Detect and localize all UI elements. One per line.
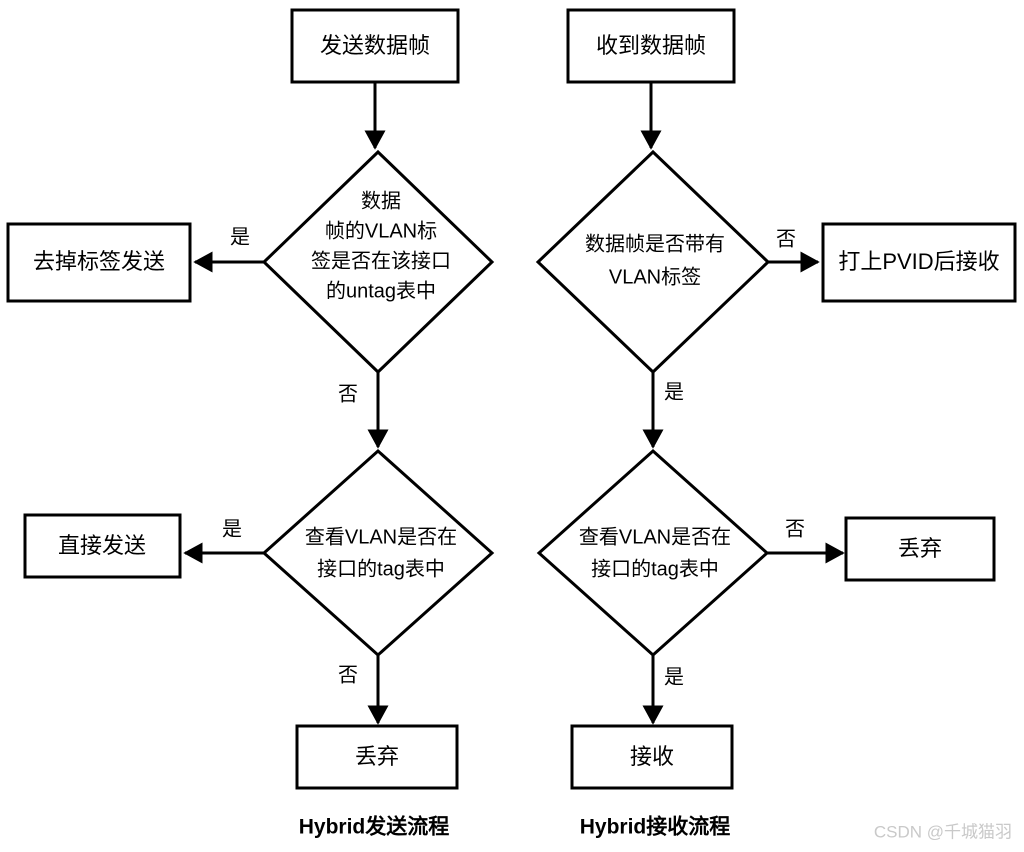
receive-discard-box <box>844 516 996 582</box>
send-flow-caption: Hybrid发送流程 <box>299 815 450 839</box>
send-start-node: 发送数据帧 <box>290 8 460 84</box>
receive-decision1-yes-label: 是 <box>664 381 684 403</box>
receive-end-label: 接收 <box>630 744 674 769</box>
receive-start-node: 收到数据帧 <box>566 8 736 84</box>
receive-decision2-node: 查看VLAN是否在 接口的tag表中 <box>536 448 770 658</box>
send-decision1-node: 数据 帧的VLAN标 签是否在该接口 的untag表中 <box>261 149 495 375</box>
receive-pvid-box <box>821 222 1017 303</box>
send-end-label: 丢弃 <box>355 744 399 769</box>
send-untag-node: 去掉标签发送 <box>6 222 192 303</box>
receive-end-node: 接收 <box>570 724 734 790</box>
send-direct-label: 直接发送 <box>58 533 146 558</box>
send-decision2-line2: 接口的tag表中 <box>317 557 445 580</box>
receive-pvid-label: 打上PVID后接收 <box>838 249 999 274</box>
receive-decision1-line2: VLAN标签 <box>609 265 701 288</box>
receive-decision1-line1: 数据帧是否带有 <box>585 232 725 255</box>
send-decision1-yes-label: 是 <box>230 226 250 248</box>
send-decision1-line2: 帧的VLAN标 <box>325 219 437 242</box>
send-start-label: 发送数据帧 <box>320 33 430 58</box>
csdn-watermark: CSDN @千城猫羽 <box>874 822 1012 841</box>
receive-decision2-yes-label: 是 <box>664 666 684 688</box>
send-end-node: 丢弃 <box>295 724 459 790</box>
send-decision2-no-label: 否 <box>338 664 358 686</box>
receive-decision1-no-label: 否 <box>776 228 796 250</box>
receive-flow-caption: Hybrid接收流程 <box>580 815 731 839</box>
receive-end-box <box>570 724 734 790</box>
send-decision2-node: 查看VLAN是否在 接口的tag表中 <box>261 448 495 658</box>
receive-decision1-node: 数据帧是否带有 VLAN标签 <box>535 149 771 375</box>
send-decision1-line4: 的untag表中 <box>326 279 436 302</box>
send-decision1-line3: 签是否在该接口 <box>311 249 451 272</box>
receive-decision2-line2: 接口的tag表中 <box>591 557 719 580</box>
receive-decision2-line1: 查看VLAN是否在 <box>579 525 731 548</box>
receive-start-label: 收到数据帧 <box>596 33 706 58</box>
send-decision1-line1: 数据 <box>361 189 401 212</box>
receive-pvid-node: 打上PVID后接收 <box>821 222 1017 303</box>
send-decision2-line1: 查看VLAN是否在 <box>305 525 457 548</box>
send-start-box <box>290 8 460 84</box>
send-decision2-yes-label: 是 <box>222 518 242 540</box>
receive-decision2-no-label: 否 <box>785 518 805 540</box>
receive-discard-node: 丢弃 <box>844 516 996 582</box>
send-untag-label: 去掉标签发送 <box>33 249 165 274</box>
send-direct-box <box>23 513 182 579</box>
send-direct-node: 直接发送 <box>23 513 182 579</box>
receive-start-box <box>566 8 736 84</box>
send-untag-box <box>6 222 192 303</box>
send-decision1-no-label: 否 <box>338 383 358 405</box>
receive-discard-label: 丢弃 <box>898 536 942 561</box>
send-end-box <box>295 724 459 790</box>
